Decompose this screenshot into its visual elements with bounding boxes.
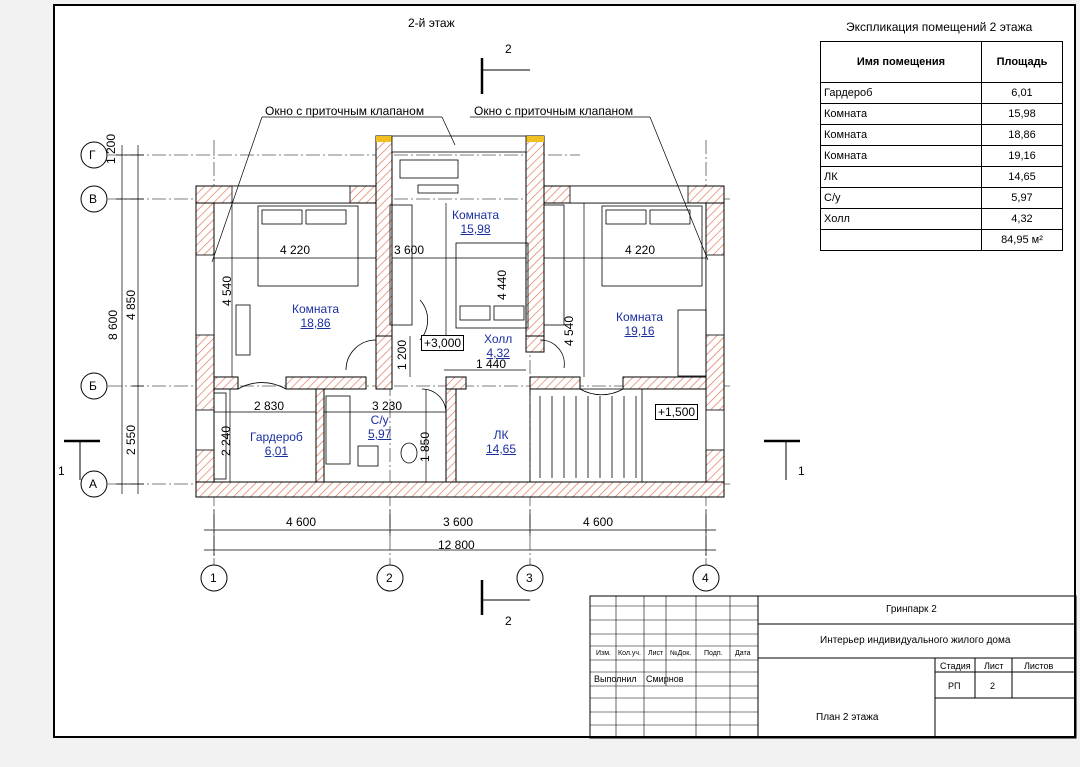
col-area-header: Площадь [980, 41, 1064, 83]
dim-center-width: 3 600 [394, 243, 425, 257]
stamp-project: Гринпарк 2 [886, 604, 937, 615]
dim-left-2: 4 850 [124, 289, 138, 320]
dim-left-3: 2 550 [124, 424, 138, 455]
dim-hall-wall: 1 200 [395, 339, 409, 370]
section-1-right: 1 [798, 464, 805, 478]
axis-label-v: В [89, 192, 98, 206]
axis-label-2: 2 [386, 571, 393, 585]
stamp-stage: РП [948, 681, 961, 691]
stamp-sheet: 2 [990, 681, 996, 691]
dim-left-room-depth: 4 540 [220, 275, 234, 306]
stamp-role: Выполнил [594, 674, 637, 684]
level-stairs: +1,500 [655, 404, 699, 420]
axis-label-b: Б [89, 379, 97, 393]
explication-title: Экспликация помещений 2 этажа [846, 20, 1033, 34]
level-hall: +3,000 [421, 335, 465, 351]
stamp-object: Интерьер индивидуального жилого дома [820, 635, 1011, 646]
dim-bottom-2: 3 600 [443, 515, 474, 529]
axis-label-a: А [89, 477, 98, 491]
section-mark-top: 2 [505, 42, 512, 56]
stamp-sheet-label: Лист [984, 661, 1004, 671]
stamp-header-koluch: Кол.уч. [618, 650, 641, 657]
window-label-left: Окно с приточным клапаном [265, 104, 425, 118]
dim-wardrobe-depth: 2 240 [219, 425, 233, 456]
axis-label-1: 1 [210, 571, 217, 585]
stamp-header-data: Дата [735, 650, 751, 657]
section-mark-bottom: 2 [505, 614, 512, 628]
dim-bath-width: 3 230 [372, 399, 403, 413]
stamp-header-doc: №Док. [670, 650, 692, 657]
axis-label-4: 4 [702, 571, 709, 585]
dim-bed-right: 4 220 [625, 243, 656, 257]
dim-bottom-total: 12 800 [438, 538, 475, 552]
axis-label-3: 3 [526, 571, 533, 585]
dim-bottom-3: 4 600 [583, 515, 614, 529]
dim-wardrobe-width: 2 830 [254, 399, 285, 413]
plan-title: 2-й этаж [408, 16, 455, 30]
stamp-stage-label: Стадия [940, 661, 971, 671]
dim-hall-width: 1 440 [476, 357, 507, 371]
window-label-right: Окно с приточным клапаном [474, 104, 634, 118]
stamp-drawing: План 2 этажа [816, 712, 879, 723]
dim-bath-depth: 1 850 [418, 431, 432, 462]
axis-label-g: Г [89, 148, 96, 162]
stamp-header-list: Лист [648, 650, 664, 657]
stamp-header-izm: Изм. [596, 650, 611, 657]
stamp-person: Смирнов [646, 674, 684, 684]
stamp-header-podp: Подп. [704, 650, 723, 657]
table-total-row: 84,95 м² [820, 229, 1064, 251]
col-name-header: Имя помещения [820, 41, 982, 83]
section-1-left: 1 [58, 464, 65, 478]
dim-center-depth: 4 440 [495, 269, 509, 300]
dim-bed-left: 4 220 [280, 243, 311, 257]
dim-left-1: 1 200 [104, 133, 118, 164]
stamp-sheets-label: Листов [1024, 661, 1054, 671]
dim-left-total: 8 600 [106, 309, 120, 340]
dim-bottom-1: 4 600 [286, 515, 317, 529]
dim-right-room-depth: 4 540 [562, 315, 576, 346]
